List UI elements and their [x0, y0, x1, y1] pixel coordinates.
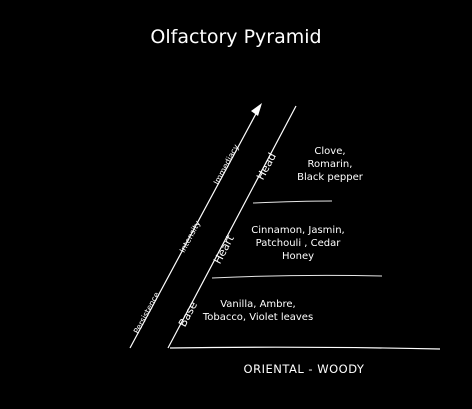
- axis-arrow-line: [129, 109, 259, 349]
- note-line: Romarin,: [307, 159, 353, 170]
- note-line: Tobacco, Violet leaves: [202, 312, 314, 323]
- tier-notes-head: Clove, Romarin, Black pepper: [270, 145, 390, 184]
- arrow-up-right-icon: [251, 103, 262, 116]
- note-line: Vanilla, Ambre,: [220, 299, 296, 310]
- fragrance-family-label: ORIENTAL - WOODY: [243, 362, 365, 376]
- divider-base: [169, 346, 441, 350]
- pyramid-slope-line: [167, 105, 297, 349]
- divider-head-heart: [252, 200, 333, 204]
- note-line: Patchouli , Cedar: [255, 238, 341, 249]
- note-line: Black pepper: [297, 172, 363, 183]
- divider-heart-base: [211, 274, 383, 279]
- note-line: Cinnamon, Jasmin,: [251, 225, 345, 236]
- note-line: Clove,: [314, 146, 346, 157]
- tier-notes-heart: Cinnamon, Jasmin, Patchouli , Cedar Hone…: [236, 224, 360, 263]
- page-title: Olfactory Pyramid: [150, 26, 322, 48]
- note-line: Honey: [281, 251, 315, 262]
- tier-notes-base: Vanilla, Ambre, Tobacco, Violet leaves: [192, 298, 324, 324]
